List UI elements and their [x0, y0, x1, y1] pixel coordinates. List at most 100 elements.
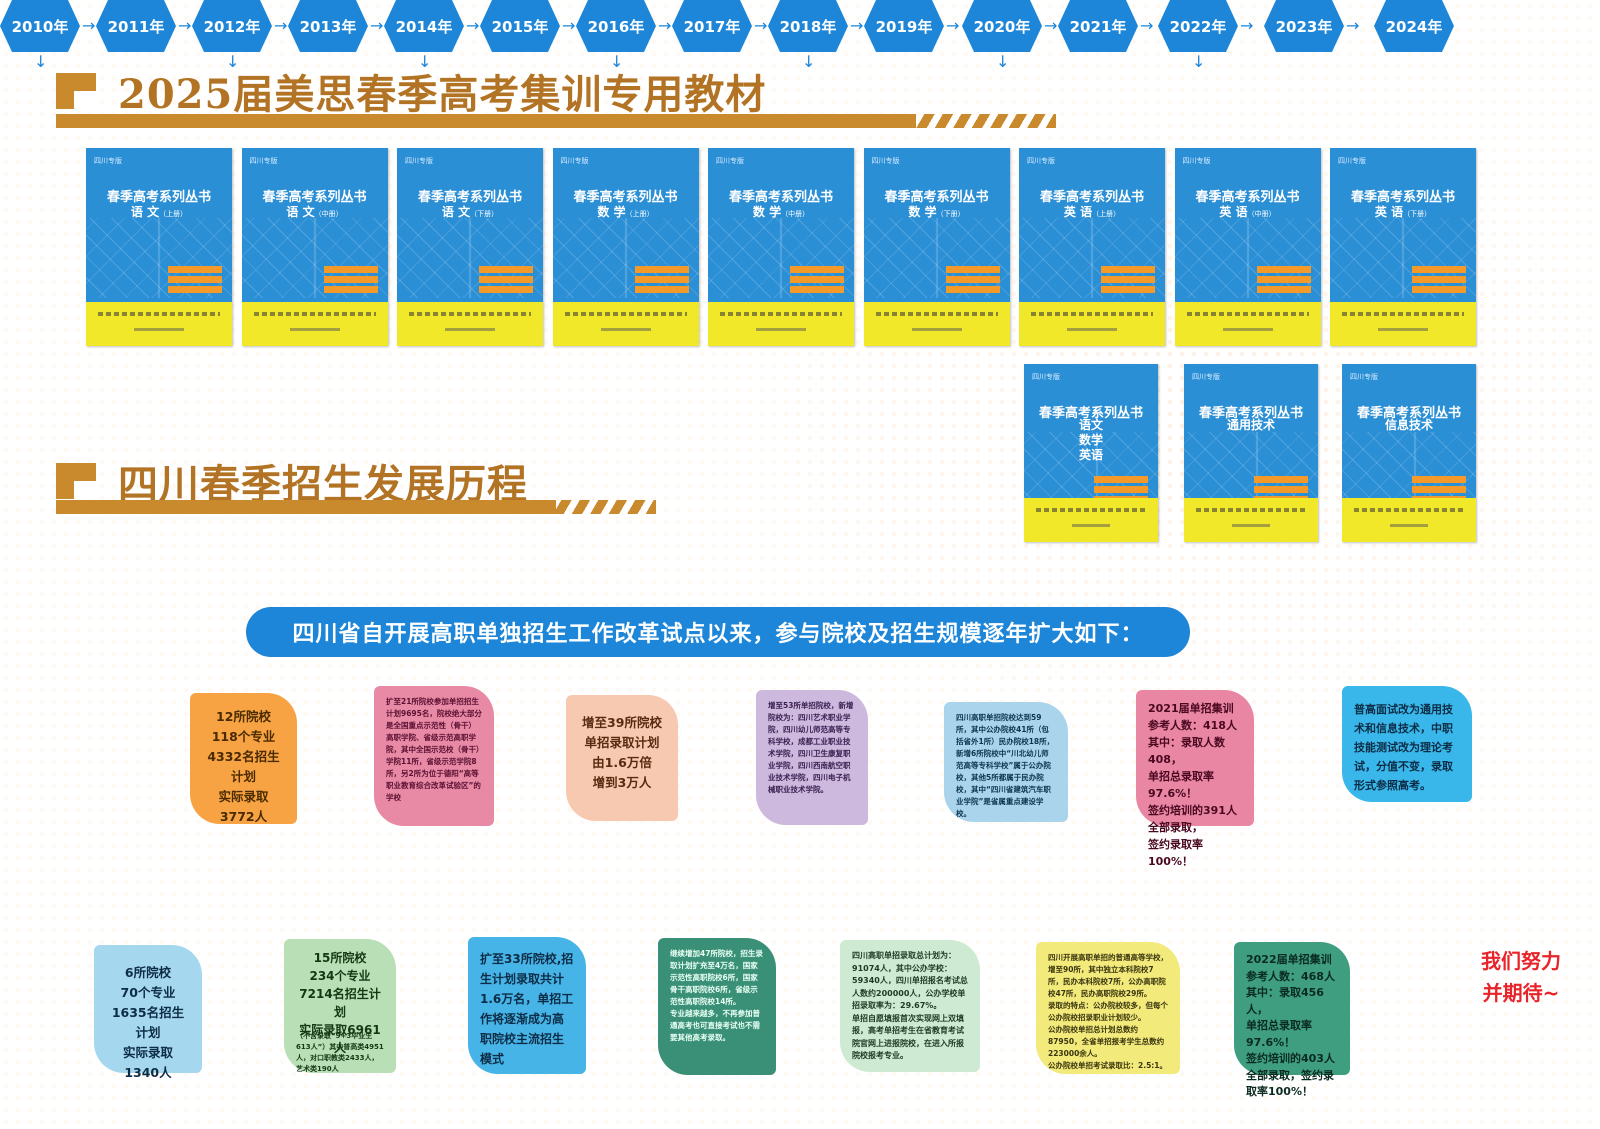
- book-cover-graphic: [552, 218, 699, 298]
- section-2-underline: [56, 500, 556, 514]
- year-node: 2017年: [672, 0, 752, 52]
- arrow-down-icon: ↓: [1192, 52, 1206, 71]
- square-bullet-icon: [56, 73, 96, 109]
- card-2017: 增至53所单招院校，新增院校为：四川艺术职业学院，四川幼儿师范高等专科学校，成都…: [756, 690, 868, 825]
- book-subject: 通用技术: [1226, 418, 1275, 432]
- year-node: 2012年: [192, 0, 272, 52]
- closing-slogan: 我们努力 并期待~: [1481, 949, 1561, 1005]
- arrow-down-icon: ↓: [802, 52, 816, 71]
- book-cover-graphic: [863, 218, 1010, 298]
- section-2-stripes: [556, 500, 656, 514]
- arrow-down-icon: ↓: [226, 52, 240, 71]
- book-tags: [1101, 266, 1155, 296]
- book-cover: 四川专版春季高考系列丛书数 学（上册）: [552, 148, 699, 346]
- card-2023: 普高面试改为通用技术和信息技术，中职技能测试改为理论考试，分值不变，录取形式参照…: [1342, 686, 1472, 802]
- arrow-right-icon: →: [1240, 16, 1254, 35]
- book-cover: 四川专版春季高考系列丛书语 文（上册）: [86, 148, 232, 346]
- section-1-title: 2025届美思春季高考集训专用教材: [118, 71, 767, 118]
- year-node: 2020年: [962, 0, 1042, 52]
- year-node: 2024年: [1374, 0, 1454, 52]
- card-2016: 继续增加47所院校，招生录取计划扩充至4万名，国家示范性高职院校6所，国家骨干高…: [658, 938, 776, 1075]
- card-2021: 2021届单招集训 参考人数：418人 其中：录取人数408， 单招总录取率97…: [1136, 690, 1254, 868]
- book-title: 春季高考系列丛书: [262, 190, 367, 205]
- arrow-right-icon: →: [1140, 16, 1154, 35]
- card-2019: 四川高职单招院校达到59所，其中公办院校41所（包括省外1所）民办院校18所，新…: [944, 702, 1068, 822]
- book-title: 春季高考系列丛书: [1195, 190, 1300, 205]
- book-subject: 语 文（上册）: [130, 205, 188, 219]
- book-series: 四川专版: [1192, 373, 1220, 381]
- book-tags: [1412, 266, 1466, 296]
- book-title: 春季高考系列丛书: [1356, 406, 1461, 421]
- book-cover: 四川专版春季高考系列丛书数 学（中册）: [708, 148, 854, 346]
- book-subject: 数 学（上册）: [597, 205, 654, 219]
- book-tags: [168, 266, 222, 296]
- year-node: 2013年: [288, 0, 368, 52]
- arrow-right-icon: →: [1346, 16, 1360, 35]
- book-cover-graphic: [397, 218, 543, 298]
- card-2018: 四川高职单招录取总计划为：91074人，其中公办学校：59340人，四川单招报名…: [840, 940, 980, 1072]
- book-subject: 英 语（中册）: [1219, 205, 1276, 219]
- book-tags: [1256, 266, 1311, 296]
- square-bullet-icon: [56, 463, 96, 499]
- intro-banner-text: 四川省自开展高职单独招生工作改革试点以来，参与院校及招生规模逐年扩大如下：: [292, 622, 1144, 647]
- book-subject: 语 文（下册）: [441, 205, 499, 219]
- year-node: 2016年: [576, 0, 656, 52]
- book-cover: 四川专版春季高考系列丛书通用技术: [1184, 364, 1330, 542]
- book-tags: [945, 266, 1000, 296]
- section-1-stripes: [916, 114, 1056, 128]
- arrow-down-icon: ↓: [418, 52, 432, 71]
- book-title: 春季高考系列丛书: [1038, 406, 1143, 421]
- card-2020: 四川开展高职单招的普通高等学校，增至90所，其中独立本科院校7所，民办本科院校7…: [1036, 942, 1180, 1074]
- book-title: 春季高考系列丛书: [728, 190, 833, 205]
- arrow-right-icon: →: [1044, 16, 1058, 35]
- card-2022: 2022届单招集训 参考人数：468人 其中：录取456人， 单招总录取率97.…: [1234, 942, 1350, 1098]
- year-node: 2021年: [1058, 0, 1138, 52]
- book-bottom-band: [1024, 498, 1158, 542]
- arrow-down-icon: ↓: [610, 52, 624, 71]
- book-subject: 英 语（下册）: [1374, 205, 1432, 219]
- book-series: 四川专版: [1350, 373, 1378, 381]
- book-cover: 四川专版春季高考系列丛书信息技术: [1342, 364, 1488, 542]
- intro-banner: 四川省自开展高职单独招生工作改革试点以来，参与院校及招生规模逐年扩大如下：: [246, 607, 1190, 657]
- book-cover: 四川专版春季高考系列丛书语 文（中册）: [241, 148, 388, 346]
- arrow-right-icon: →: [946, 16, 960, 35]
- book-bottom-band: [863, 302, 1010, 346]
- book-subject: 数 学（中册）: [752, 205, 810, 219]
- arrow-right-icon: →: [370, 16, 384, 35]
- year-node: 2019年: [864, 0, 944, 52]
- arrow-right-icon: →: [754, 16, 768, 35]
- book-cover: 四川专版春季高考系列丛书英 语（中册）: [1174, 148, 1321, 346]
- arrow-right-icon: →: [178, 16, 192, 35]
- book-title: 春季高考系列丛书: [1350, 190, 1455, 205]
- year-node: 2018年: [768, 0, 848, 52]
- book-series: 四川专版: [1182, 157, 1211, 165]
- book-cover: 四川专版春季高考系列丛书英 语（上册）: [1019, 148, 1165, 346]
- card-2011: 12所院校 118个专业 4332名招生计划 实际录取3772人: [190, 693, 297, 824]
- book-bottom-band: [241, 302, 388, 346]
- year-node: 2014年: [384, 0, 464, 52]
- book-bottom-band: [552, 302, 699, 346]
- book-bottom-band: [1019, 302, 1165, 346]
- book-subject: 英 语（上册）: [1063, 205, 1121, 219]
- book-cover-graphic: [241, 218, 388, 298]
- arrow-right-icon: →: [850, 16, 864, 35]
- year-node: 2023年: [1264, 0, 1344, 52]
- arrow-right-icon: →: [274, 16, 288, 35]
- arrow-right-icon: →: [562, 16, 576, 35]
- year-node: 2022年: [1158, 0, 1238, 52]
- book-tags: [479, 266, 533, 296]
- book-cover-graphic: [86, 218, 232, 298]
- year-node: 2015年: [480, 0, 560, 52]
- year-node: 2010年: [0, 0, 80, 52]
- book-series: 四川专版: [94, 157, 122, 165]
- book-series: 四川专版: [1338, 157, 1366, 165]
- book-series: 四川专版: [1027, 157, 1055, 165]
- book-bottom-band: [1184, 498, 1318, 542]
- card-2010: 6所院校 70个专业 1635名招生计划 实际录取1340人: [94, 945, 202, 1080]
- card-2012: 15所院校 234个专业 7214名招生计划 实际录取6961人 （不含录取“9…: [284, 939, 396, 1073]
- book-title: 春季高考系列丛书: [573, 190, 678, 205]
- book-cover: 四川专版春季高考系列丛书数 学（下册）: [863, 148, 1010, 346]
- book-series: 四川专版: [871, 157, 900, 165]
- arrow-down-icon: ↓: [996, 52, 1010, 71]
- arrow-right-icon: →: [658, 16, 672, 35]
